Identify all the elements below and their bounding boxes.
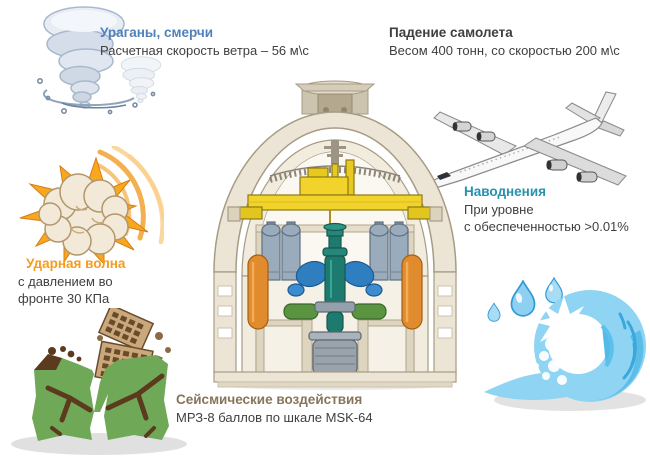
coolant-pumps: [287, 260, 383, 297]
shockwave-label: Ударная волна с давлением во фронте 30 К…: [18, 255, 125, 307]
aircraft-label: Падение самолета Весом 400 тонн, со скор…: [389, 24, 620, 59]
seismic-desc: МРЗ-8 баллов по шкале MSK-64: [176, 410, 373, 425]
seismic-label: Сейсмические воздействия МРЗ-8 баллов по…: [176, 391, 373, 426]
flood-label: Наводнения При уровне с обеспеченностью …: [464, 183, 629, 235]
shockwave-desc-line2: фронте 30 КПа: [18, 291, 110, 306]
explosion-icon: [19, 146, 164, 266]
wave-icon: [484, 276, 646, 411]
aircraft-desc: Весом 400 тонн, со скоростью 200 м\с: [389, 43, 620, 58]
shockwave-desc-line1: с давлением во: [18, 274, 113, 289]
airplane-icon: [431, 91, 627, 188]
reactor-vessel: [314, 222, 356, 333]
flood-desc-line1: При уровне: [464, 202, 534, 217]
flood-desc-line2: с обеспеченностью >0.01%: [464, 219, 629, 234]
seismic-title: Сейсмические воздействия: [176, 392, 363, 407]
reactor-cutaway-illustration: [213, 80, 457, 390]
lower-vessel: [308, 331, 362, 381]
earthquake-icon: [11, 308, 187, 455]
polar-crane: [227, 159, 443, 222]
hurricane-title: Ураганы, смерчи: [100, 25, 214, 40]
tornado-icon: [37, 6, 162, 115]
flood-title: Наводнения: [464, 184, 547, 199]
orange-vessels: [247, 254, 423, 330]
hurricane-desc: Расчетная скорость ветра – 56 м\с: [100, 43, 309, 58]
shockwave-title: Ударная волна: [26, 256, 126, 271]
aircraft-title: Падение самолета: [389, 25, 513, 40]
dome-top-structure: [294, 80, 376, 115]
hurricane-label: Ураганы, смерчи Расчетная скорость ветра…: [100, 24, 309, 59]
